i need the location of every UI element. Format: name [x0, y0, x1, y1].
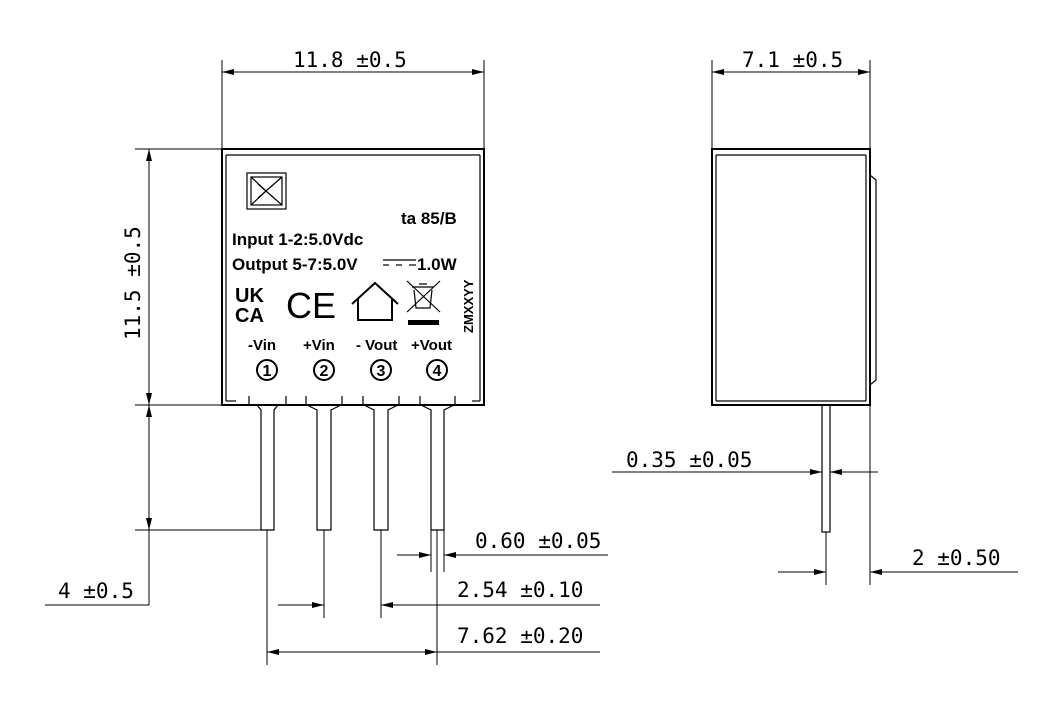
side-pin [821, 404, 831, 533]
module-body-front [221, 148, 485, 406]
pin-label-1: -Vin [248, 337, 276, 354]
svg-text:7.62 ±0.20: 7.62 ±0.20 [457, 624, 583, 648]
dimension-pin-thickness: 0.35 ±0.05 [612, 448, 878, 475]
rating-text: ta 85/B [401, 209, 457, 228]
svg-text:2.54 ±0.10: 2.54 ±0.10 [457, 578, 583, 602]
dimension-depth: 7.1 ±0.5 [711, 48, 871, 149]
ukca-mark-icon: UK CA [235, 285, 264, 327]
weee-bin-icon [406, 280, 441, 325]
input-spec-text: Input 1-2:5.0Vdc [232, 230, 363, 249]
output-power-text: 1.0W [417, 255, 458, 274]
dimension-pin-offset: 2 ±0.50 [778, 405, 1018, 585]
svg-text:2: 2 [320, 363, 329, 380]
svg-text:CA: CA [235, 305, 264, 327]
svg-text:4 ±0.5: 4 ±0.5 [58, 579, 134, 603]
svg-text:11.8 ±0.5: 11.8 ±0.5 [293, 48, 407, 72]
indoor-use-icon [351, 281, 399, 321]
svg-text:1: 1 [263, 363, 272, 380]
pin-label-3: - Vout [356, 337, 397, 354]
dimension-pin-width: 0.60 ±0.05 [397, 529, 608, 572]
svg-text:0.60 ±0.05: 0.60 ±0.05 [475, 529, 601, 553]
dimension-width: 11.8 ±0.5 [221, 48, 485, 149]
svg-text:4: 4 [433, 363, 442, 380]
pin-number-4: 4 [426, 359, 448, 381]
dimension-pin-length: 4 ±0.5 [45, 405, 261, 606]
svg-text:11.5 ±0.5: 11.5 ±0.5 [121, 226, 145, 340]
svg-text:3: 3 [377, 363, 386, 380]
dc-symbol-icon [383, 259, 416, 266]
side-view [711, 148, 877, 533]
svg-text:UK: UK [235, 285, 264, 307]
date-code-text: ZMXXYY [461, 279, 476, 333]
brand-logo-icon [246, 172, 287, 210]
ce-mark-icon: CE [286, 285, 336, 326]
pin-label-4: +Vout [411, 337, 452, 354]
front-view: ta 85/B Input 1-2:5.0Vdc Output 5-7:5.0V… [221, 148, 485, 531]
svg-text:CE: CE [286, 285, 336, 326]
svg-text:2 ±0.50: 2 ±0.50 [912, 546, 1001, 570]
dimension-height: 11.5 ±0.5 [121, 148, 222, 406]
pin-label-2: +Vin [303, 337, 335, 354]
output-spec-text: Output 5-7:5.0V [232, 255, 358, 274]
svg-text:7.1 ±0.5: 7.1 ±0.5 [742, 48, 843, 72]
dimension-pin-pitch: 2.54 ±0.10 [278, 530, 600, 618]
pin-number-1: 1 [256, 359, 278, 381]
svg-text:0.35 ±0.05: 0.35 ±0.05 [626, 448, 752, 472]
module-body-side [711, 148, 871, 406]
pin-number-3: 3 [370, 359, 392, 381]
pin-number-2: 2 [313, 359, 335, 381]
dimension-outer-span: 7.62 ±0.20 [266, 530, 600, 665]
pins-front [248, 396, 456, 531]
